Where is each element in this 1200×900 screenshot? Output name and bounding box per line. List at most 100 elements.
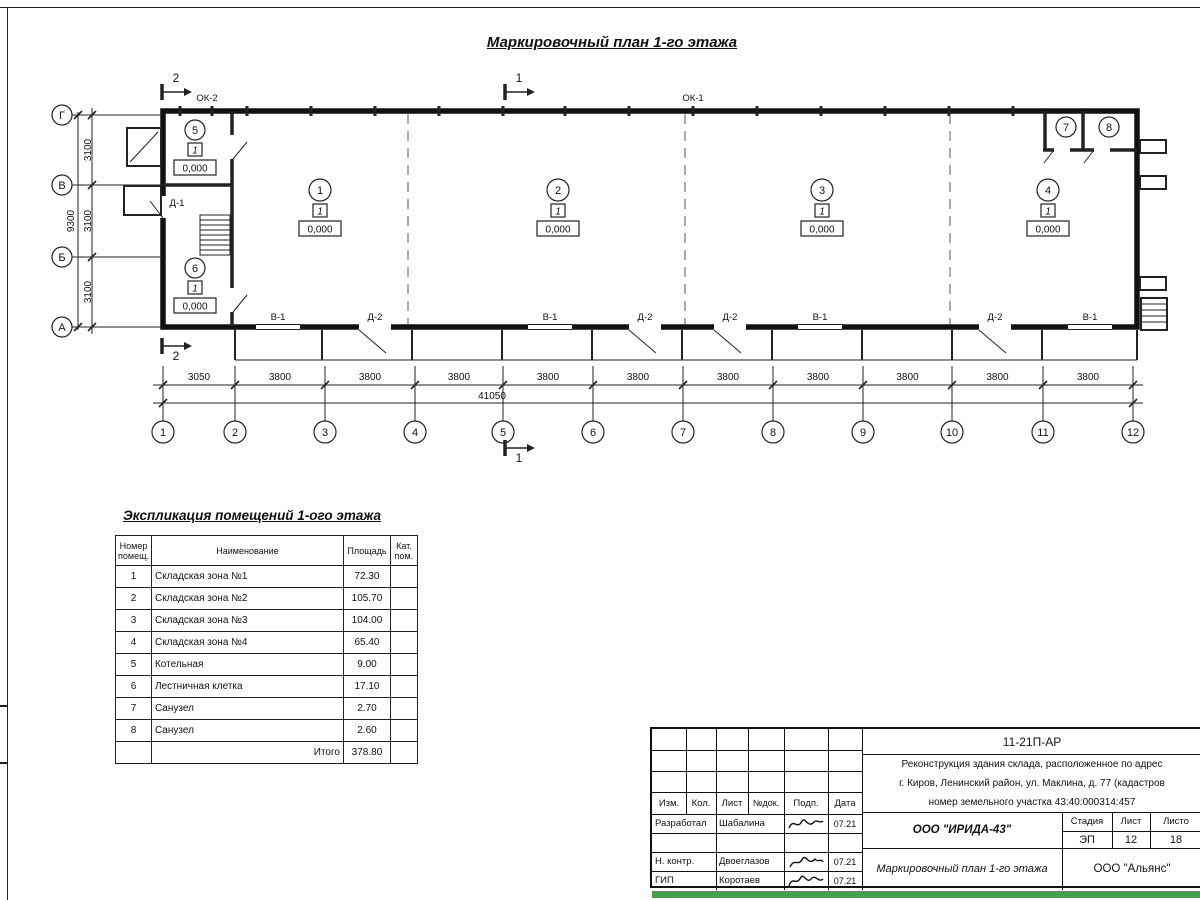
section-arrow [527, 444, 535, 452]
window-mullion [245, 106, 249, 116]
level-value: 0,000 [307, 225, 332, 236]
room-number: 4 [115, 631, 152, 654]
staff-name: Шабалина [719, 818, 765, 829]
dim-label: 3100 [83, 280, 94, 303]
window-mullion [755, 106, 759, 116]
total-label: Итого [150, 741, 344, 764]
axis-bubble [1031, 420, 1055, 444]
col-header-number: Номер помещ. [115, 535, 152, 566]
room-number-bubble [308, 178, 332, 202]
section-label: 1 [516, 451, 523, 465]
staff-name: Двоеглазов [719, 856, 770, 867]
room-area: 2.70 [342, 697, 391, 720]
dim-label: 3800 [986, 372, 1009, 383]
role-label: Разработал [655, 818, 707, 829]
axis-label: В [58, 180, 65, 192]
level-value: 0,000 [182, 164, 207, 175]
empty-cell [115, 741, 152, 764]
section-label: 2 [173, 71, 180, 85]
door-leaf [1083, 149, 1095, 164]
axis-label: 9 [860, 427, 866, 439]
axis-label: 6 [590, 427, 596, 439]
grid-line [1062, 812, 1063, 890]
floor-number: 1 [192, 284, 198, 295]
col-header-data: Дата [834, 797, 856, 809]
room-name: Санузел [150, 697, 344, 720]
room-area: 9.00 [342, 653, 391, 676]
room-number-bubble [184, 119, 206, 141]
opening-tag: В-1 [271, 312, 286, 323]
room-number: 4 [1045, 185, 1051, 197]
axis-label: 11 [1037, 427, 1048, 439]
grid-line [652, 833, 862, 834]
floor-box [312, 203, 328, 218]
axis-bubble [940, 420, 964, 444]
room-area: 2.60 [342, 719, 391, 742]
door-tag: Д-1 [170, 198, 185, 209]
grid-line [784, 729, 785, 890]
building-walls [123, 106, 1168, 361]
floor-number: 1 [819, 207, 825, 218]
room-category [389, 653, 418, 676]
col-header-podp: Подп. [793, 797, 819, 809]
project-description: Реконструкция здания склада, расположенн… [862, 754, 1200, 812]
description-line: г. Киров, Ленинский район, ул. Маклина, … [899, 777, 1165, 789]
axis-bubble [51, 246, 73, 268]
door-leaf [713, 329, 742, 354]
role-label: Н. контр. [655, 856, 695, 867]
room-number: 1 [115, 565, 152, 588]
window-mullion [1011, 106, 1015, 116]
grid-line [1062, 831, 1200, 832]
floor-box [814, 203, 830, 218]
axis-bubble [761, 420, 785, 444]
opening-tag: Д-2 [723, 312, 738, 323]
col-header-kol: Кол. [691, 797, 711, 809]
axis-bubble [581, 420, 605, 444]
sheets-total: 18 [1169, 833, 1183, 846]
room-name: Складская зона №3 [150, 609, 344, 632]
room-number: 6 [115, 675, 152, 698]
sheet-frame-left [7, 7, 8, 900]
dim-total: 41050 [478, 391, 506, 402]
grid-line [1112, 812, 1113, 848]
sheet-number: 12 [1124, 833, 1138, 846]
axis-label: 4 [412, 427, 418, 439]
opening-tag: В-1 [813, 312, 828, 323]
dim-label: 3050 [188, 372, 211, 383]
empty-cell [389, 741, 418, 764]
room-number: 1 [317, 185, 323, 197]
window-mullion [883, 106, 887, 116]
porch [123, 185, 162, 216]
signature-stroke [789, 856, 824, 867]
level-value: 0,000 [182, 302, 207, 313]
dim-label: 3800 [448, 372, 471, 383]
dim-label: 3100 [83, 209, 94, 232]
axis-bubble [223, 420, 247, 444]
room-category [389, 631, 418, 654]
axis-bubble [403, 420, 427, 444]
grid-line [652, 871, 862, 872]
room-number: 3 [115, 609, 152, 632]
level-value: 0,000 [545, 225, 570, 236]
frame-mark [0, 762, 8, 764]
grid-line [652, 771, 862, 772]
level-box [1026, 220, 1070, 237]
door-leaf [1043, 149, 1055, 164]
room-number-bubble [546, 178, 570, 202]
floor-number: 1 [192, 146, 198, 157]
level-value: 0,000 [1035, 225, 1060, 236]
door-leaf [978, 329, 1007, 354]
floor-box [550, 203, 566, 218]
room-area: 105.70 [342, 587, 391, 610]
axis-label: 3 [322, 427, 328, 439]
signature [784, 814, 828, 833]
window-mullion [501, 106, 505, 116]
door-leaf [232, 141, 248, 160]
floor-number: 1 [317, 207, 323, 218]
room-number: 6 [192, 263, 198, 275]
window-mullion [210, 106, 214, 116]
axis-label: А [58, 322, 66, 334]
